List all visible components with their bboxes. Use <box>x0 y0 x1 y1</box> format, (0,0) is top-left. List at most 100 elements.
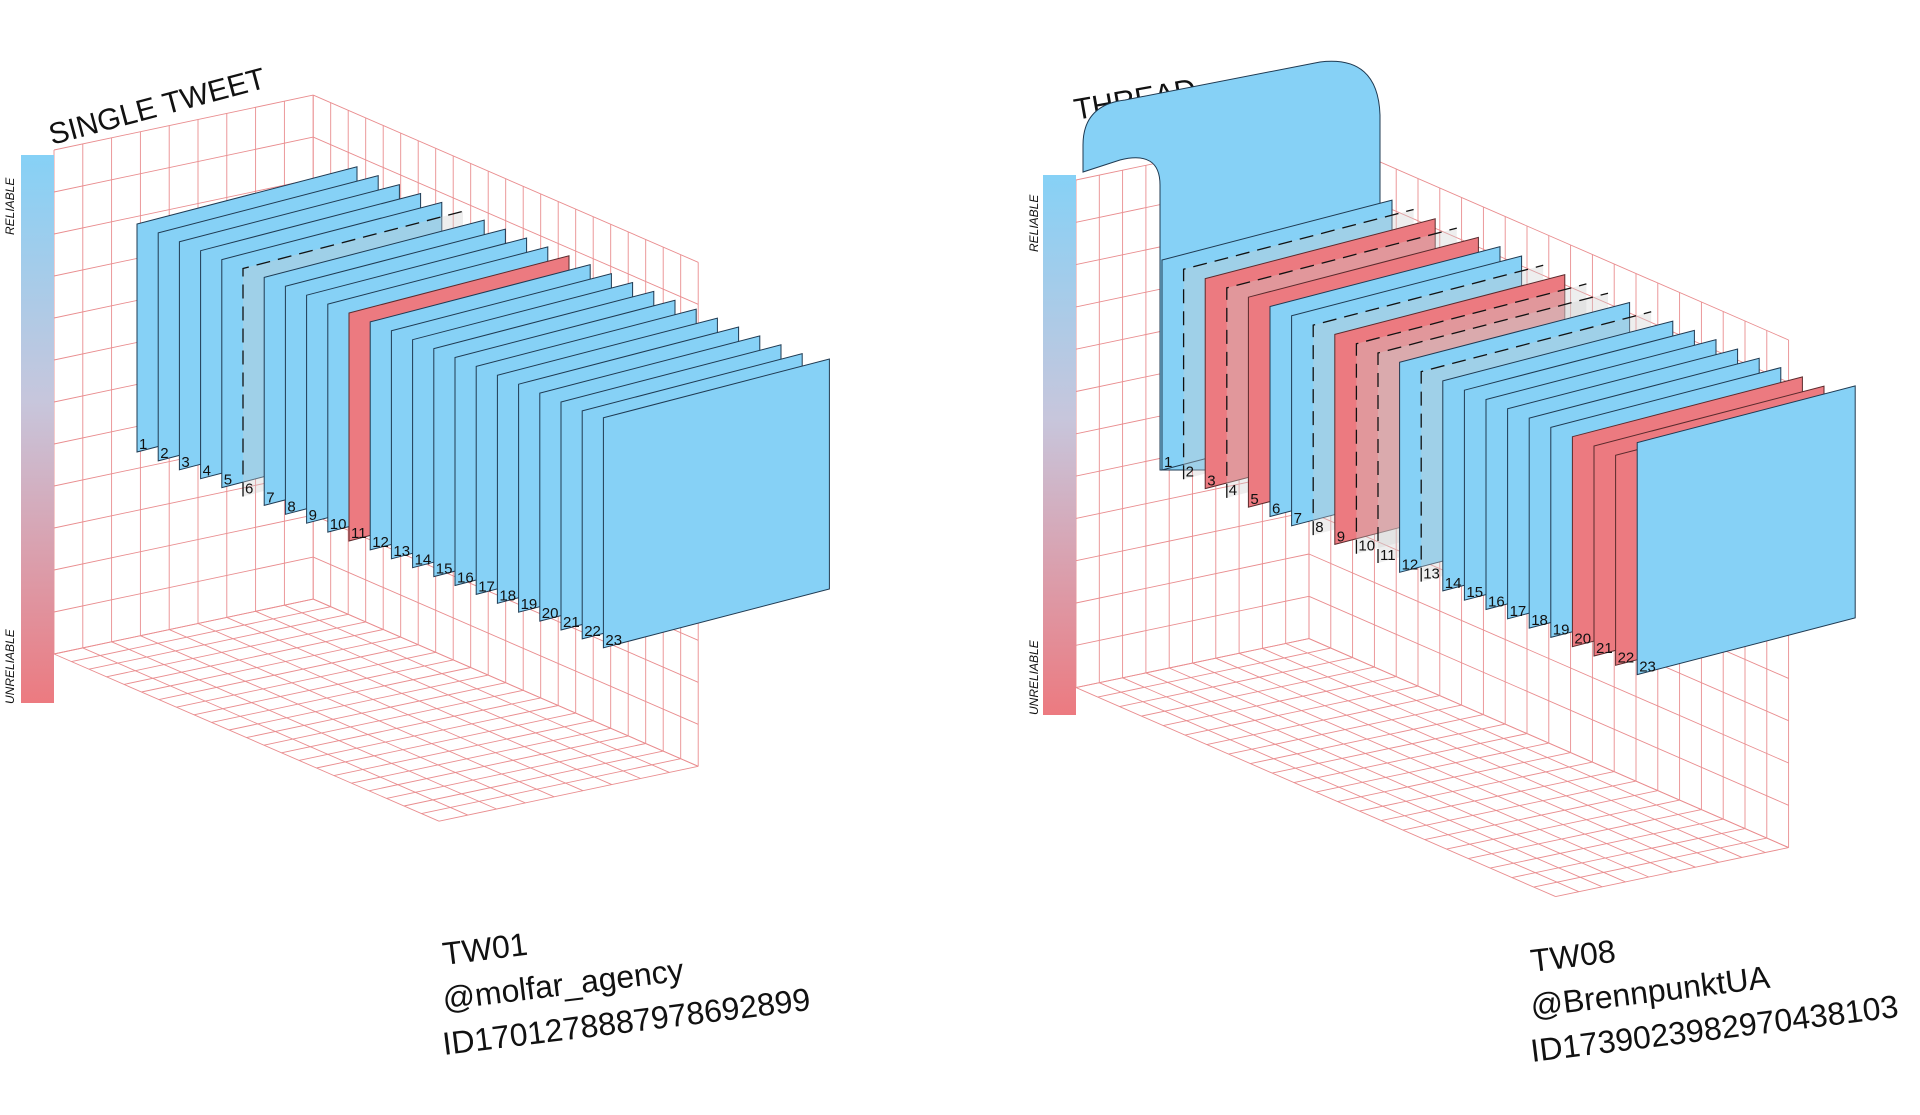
grid-line <box>1402 780 1637 831</box>
scale-label-unreliable: UNRELIABLE <box>1027 639 1041 715</box>
grid-line <box>1272 723 1506 774</box>
tweet-number: 5 <box>1250 491 1258 508</box>
tweet-number: 2 <box>160 445 168 462</box>
tweet-number: 14 <box>1445 575 1462 592</box>
grid-line <box>1511 828 1746 879</box>
grid-line <box>1308 130 1789 341</box>
tweet-number: 11 <box>351 525 367 542</box>
panel-thread: RELIABLE UNRELIABLE THREAD 1234567891011… <box>1027 60 1900 1069</box>
tweet-number: 17 <box>478 578 495 595</box>
grid-line <box>1119 657 1353 708</box>
tweet-number: 4 <box>1229 482 1237 499</box>
tweet-number: 21 <box>563 614 580 631</box>
grid-line <box>1308 595 1789 806</box>
tweet-number: 17 <box>1510 603 1527 620</box>
grid-line <box>176 651 436 708</box>
grid-line <box>228 674 489 731</box>
grid-line <box>313 94 699 263</box>
tweet-number: 22 <box>1618 649 1635 666</box>
grid-line <box>53 178 314 235</box>
tweet-number: 14 <box>415 552 432 569</box>
tweet-number: 19 <box>1553 621 1570 638</box>
tweet-number: 1 <box>1164 454 1172 471</box>
panel-single-tweet: RELIABLE UNRELIABLE SINGLE TWEET 1234567… <box>3 62 830 1062</box>
grid-line <box>313 556 699 725</box>
grid-line <box>1490 818 1724 869</box>
tweet-number: 10 <box>330 516 347 533</box>
tweet-number: 5 <box>224 472 232 489</box>
tweet-number: 9 <box>1337 528 1345 545</box>
grid-line <box>158 644 419 701</box>
tweet-number: 12 <box>1402 556 1419 573</box>
missing-card-outline <box>1182 208 1414 480</box>
tweet-number: 19 <box>521 596 538 613</box>
tweet-number: 16 <box>457 570 474 587</box>
tweet-number: 20 <box>542 605 559 622</box>
tweet-number: 18 <box>1531 612 1548 629</box>
grid-line <box>313 136 699 305</box>
tweet-number: 6 <box>245 481 253 498</box>
tweet-card-reliable <box>602 358 830 649</box>
tweet-number: 7 <box>1294 510 1302 527</box>
grid-line <box>1075 553 1310 604</box>
scale-label-unreliable: UNRELIABLE <box>3 628 17 704</box>
tweet-number: 16 <box>1488 594 1505 611</box>
grid-line <box>298 705 559 761</box>
caption-code: TW08 <box>1528 933 1617 979</box>
grid-line <box>246 682 506 739</box>
grid-line <box>193 659 454 716</box>
scale-label-reliable: RELIABLE <box>3 177 17 235</box>
missing-card-outline <box>1312 264 1544 536</box>
grid-line <box>313 598 699 767</box>
grid-line <box>403 750 664 807</box>
missing-card-outline <box>1377 292 1609 563</box>
grid-line <box>1555 847 1789 898</box>
grid-line <box>53 136 314 193</box>
grid-line <box>106 621 366 678</box>
grid-line <box>351 727 611 784</box>
grid-line <box>141 636 401 693</box>
missing-card-outline <box>1420 311 1652 582</box>
reliability-scale: RELIABLE UNRELIABLE <box>3 155 54 704</box>
grid-line <box>1468 809 1702 860</box>
grid-line <box>316 712 576 769</box>
grid-line <box>1424 790 1658 841</box>
caption-code: TW01 <box>440 926 529 972</box>
grid-line <box>1337 752 1571 803</box>
grid-line <box>71 606 331 663</box>
tweet-card-reliable <box>1636 385 1856 676</box>
grid-line <box>1075 595 1310 646</box>
tweet-caption: TW08 @BrennpunktUA ID1739023982970438103 <box>1528 933 1900 1069</box>
grid-line <box>53 556 314 613</box>
missing-card-outline <box>242 210 464 497</box>
tweet-number: 4 <box>203 463 211 480</box>
grid-line <box>438 765 699 822</box>
grid-line <box>1228 704 1462 755</box>
grid-line <box>263 689 524 746</box>
missing-card-outline <box>1355 283 1587 554</box>
tweet-number: 2 <box>1186 463 1194 480</box>
grid-line <box>386 743 646 799</box>
tweet-number: 3 <box>181 454 189 471</box>
grid-line <box>1075 511 1310 562</box>
tweet-number: 9 <box>309 507 317 524</box>
tweet-number: 6 <box>1272 501 1280 518</box>
grid-line <box>368 735 629 792</box>
grid-line <box>281 697 541 754</box>
scale-bar <box>21 155 54 703</box>
grid-line <box>1163 676 1397 727</box>
tweet-number: 8 <box>1315 519 1323 536</box>
grid-line <box>53 514 314 571</box>
grid-line <box>1359 761 1593 812</box>
grid-line <box>123 629 384 685</box>
grid-line <box>1141 666 1375 717</box>
tweet-number: 1 <box>139 436 147 453</box>
tweet-number: 13 <box>393 543 410 560</box>
tweet-number: 15 <box>436 561 453 578</box>
grid-line <box>1308 638 1789 849</box>
grid-line <box>1381 771 1615 822</box>
panel-title: SINGLE TWEET <box>45 62 269 152</box>
